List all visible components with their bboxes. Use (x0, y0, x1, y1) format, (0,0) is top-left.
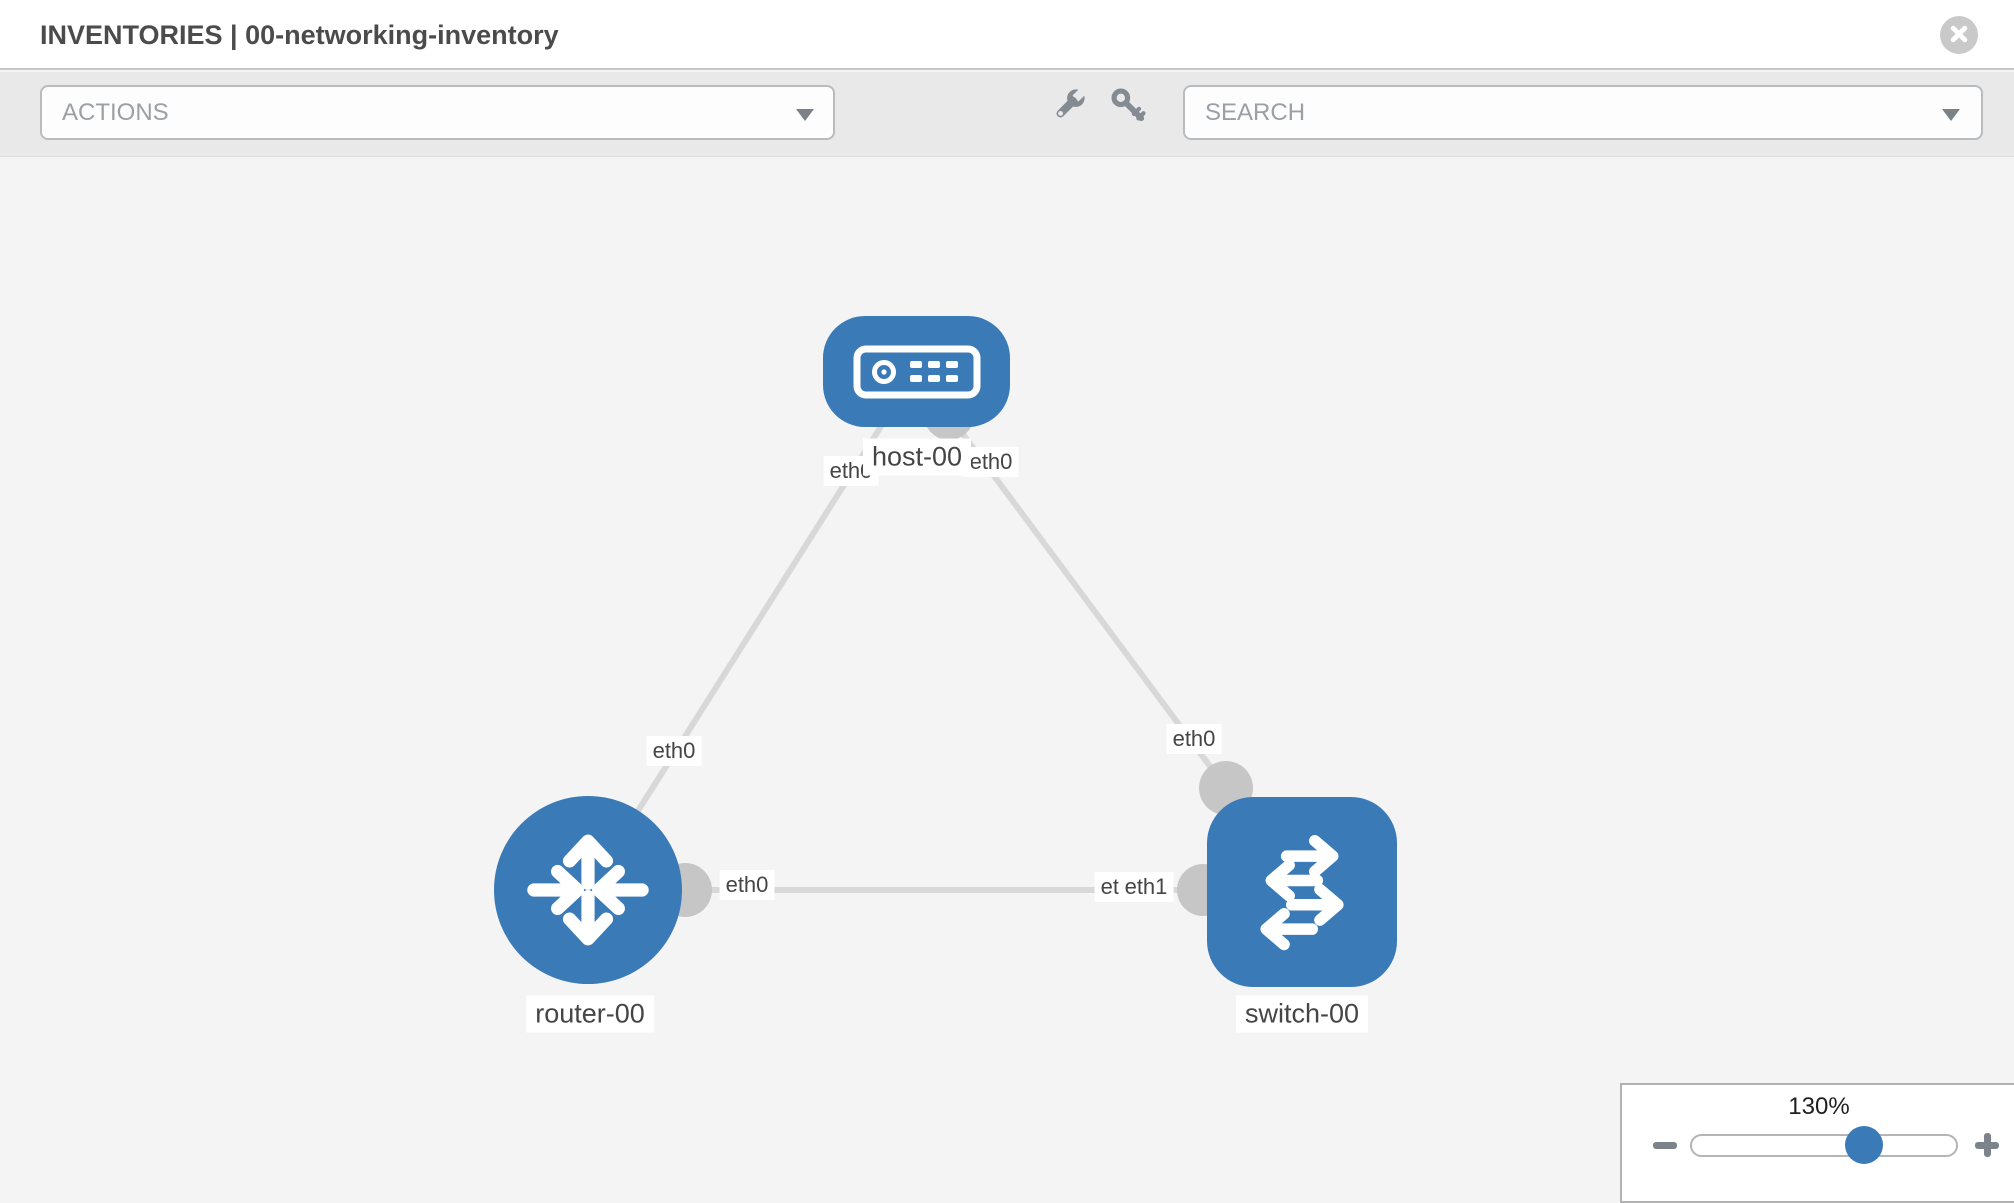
node-label-router: router-00 (526, 995, 654, 1033)
zoom-level: 130% (1788, 1093, 1850, 1120)
interface-label-host-to-switch: eth0 (963, 447, 1019, 477)
search-dropdown-label: SEARCH (1205, 99, 1306, 126)
plus-icon (1983, 1133, 1991, 1157)
host-icon (853, 345, 980, 398)
node-label-switch: switch-00 (1235, 995, 1369, 1033)
interface-label-switch-to-router: eth1 (1118, 872, 1174, 902)
key-button[interactable] (1106, 83, 1152, 129)
node-host-00[interactable] (823, 316, 1010, 427)
actions-dropdown[interactable]: ACTIONS (40, 85, 835, 140)
node-label-host: host-00 (862, 438, 972, 476)
header-bar: INVENTORIES | 00-networking-inventory (0, 0, 2014, 70)
close-button[interactable] (1940, 16, 1978, 54)
interface-label-router-to-switch: eth0 (719, 870, 775, 900)
zoom-slider-track[interactable] (1690, 1134, 1958, 1157)
router-icon (527, 834, 649, 946)
node-switch-00[interactable] (1207, 797, 1397, 987)
caret-down-icon (1942, 109, 1960, 121)
caret-down-icon (796, 109, 814, 121)
zoom-in-button[interactable] (1972, 1130, 2002, 1160)
node-router-00[interactable] (494, 796, 682, 984)
zoom-out-button[interactable] (1650, 1130, 1680, 1160)
interface-label-switch-to-host: eth0 (1166, 724, 1222, 754)
zoom-panel: 130% (1620, 1083, 2014, 1203)
zoom-slider-thumb[interactable] (1845, 1126, 1883, 1164)
switch-icon (1260, 835, 1344, 951)
wrench-icon (1056, 86, 1088, 118)
key-icon (1111, 88, 1146, 122)
interface-label-router-to-host: eth0 (646, 736, 702, 766)
minus-icon (1653, 1142, 1677, 1149)
toolbar: ACTIONS SEARCH (0, 72, 2014, 157)
actions-dropdown-label: ACTIONS (62, 99, 169, 126)
search-dropdown[interactable]: SEARCH (1183, 85, 1983, 140)
close-icon (1950, 25, 1968, 42)
page-title: INVENTORIES | 00-networking-inventory (40, 20, 559, 50)
configure-button[interactable] (1045, 83, 1091, 129)
